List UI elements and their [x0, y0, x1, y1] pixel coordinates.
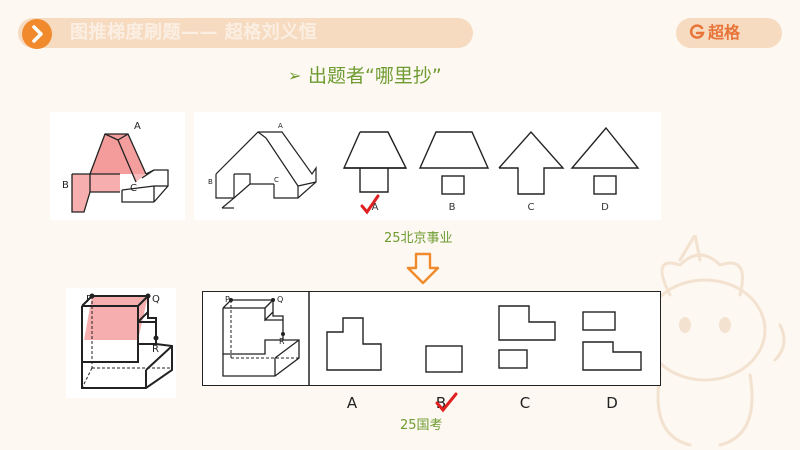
brand-name: 超格	[708, 23, 741, 42]
option-c-figure[interactable]	[498, 305, 556, 369]
label-a: A	[134, 121, 141, 132]
svg-text:P: P	[225, 295, 230, 304]
correct-check-icon	[360, 194, 380, 215]
label-q: Q	[152, 294, 160, 305]
problem1-solution-card: A B C	[50, 112, 185, 220]
svg-text:A: A	[278, 122, 283, 130]
label-c: C	[130, 183, 137, 194]
page-title: 图推梯度刷题—— 超格刘义恒	[70, 22, 318, 43]
option-label-b: B	[435, 394, 447, 412]
problem1-source: 25北京事业	[384, 231, 453, 246]
correct-check-icon	[435, 392, 458, 413]
header-banner	[18, 18, 473, 48]
option-label-a: A	[346, 394, 358, 412]
option-a-figure[interactable]	[326, 317, 382, 371]
problem2-source: 25国考	[400, 418, 443, 433]
problem2-question-figure: P Q R	[222, 292, 642, 385]
svg-text:R: R	[279, 337, 285, 346]
option-b-figure[interactable]	[425, 345, 463, 373]
problem2-solution-card: P Q R	[66, 288, 176, 398]
option-d-figure[interactable]	[570, 126, 640, 195]
option-label-d: D	[601, 202, 609, 213]
label-p: P	[86, 294, 92, 305]
option-c-figure[interactable]	[498, 130, 565, 195]
option-label-a: A	[371, 202, 379, 213]
option-d-figure[interactable]	[582, 311, 642, 371]
problem1-question-figure: A B C	[208, 122, 640, 215]
brand-g-icon	[688, 23, 706, 45]
problem1-question-card: A B C	[194, 112, 661, 220]
problem2-solution-figure: P Q R	[81, 293, 173, 389]
option-label-b: B	[448, 202, 456, 213]
label-b: B	[62, 180, 69, 191]
svg-text:B: B	[208, 178, 213, 186]
brand-badge	[676, 18, 782, 48]
problem1-solution-figure: A B C	[62, 121, 169, 213]
svg-text:C: C	[274, 176, 279, 184]
chevron-right-icon	[22, 19, 52, 49]
down-arrow-icon	[406, 252, 440, 285]
option-b-figure[interactable]	[418, 131, 490, 195]
label-r: R	[152, 344, 159, 355]
problem2-question-card: P Q R	[202, 291, 661, 386]
option-label-d: D	[606, 394, 618, 412]
option-a-figure[interactable]	[342, 131, 408, 193]
bullet-arrow-icon: ➢	[288, 66, 302, 85]
slide-subtitle: 出题者“哪里抄”	[308, 65, 442, 87]
option-label-c: C	[527, 202, 535, 213]
svg-text:Q: Q	[277, 295, 283, 304]
option-label-c: C	[519, 394, 531, 412]
